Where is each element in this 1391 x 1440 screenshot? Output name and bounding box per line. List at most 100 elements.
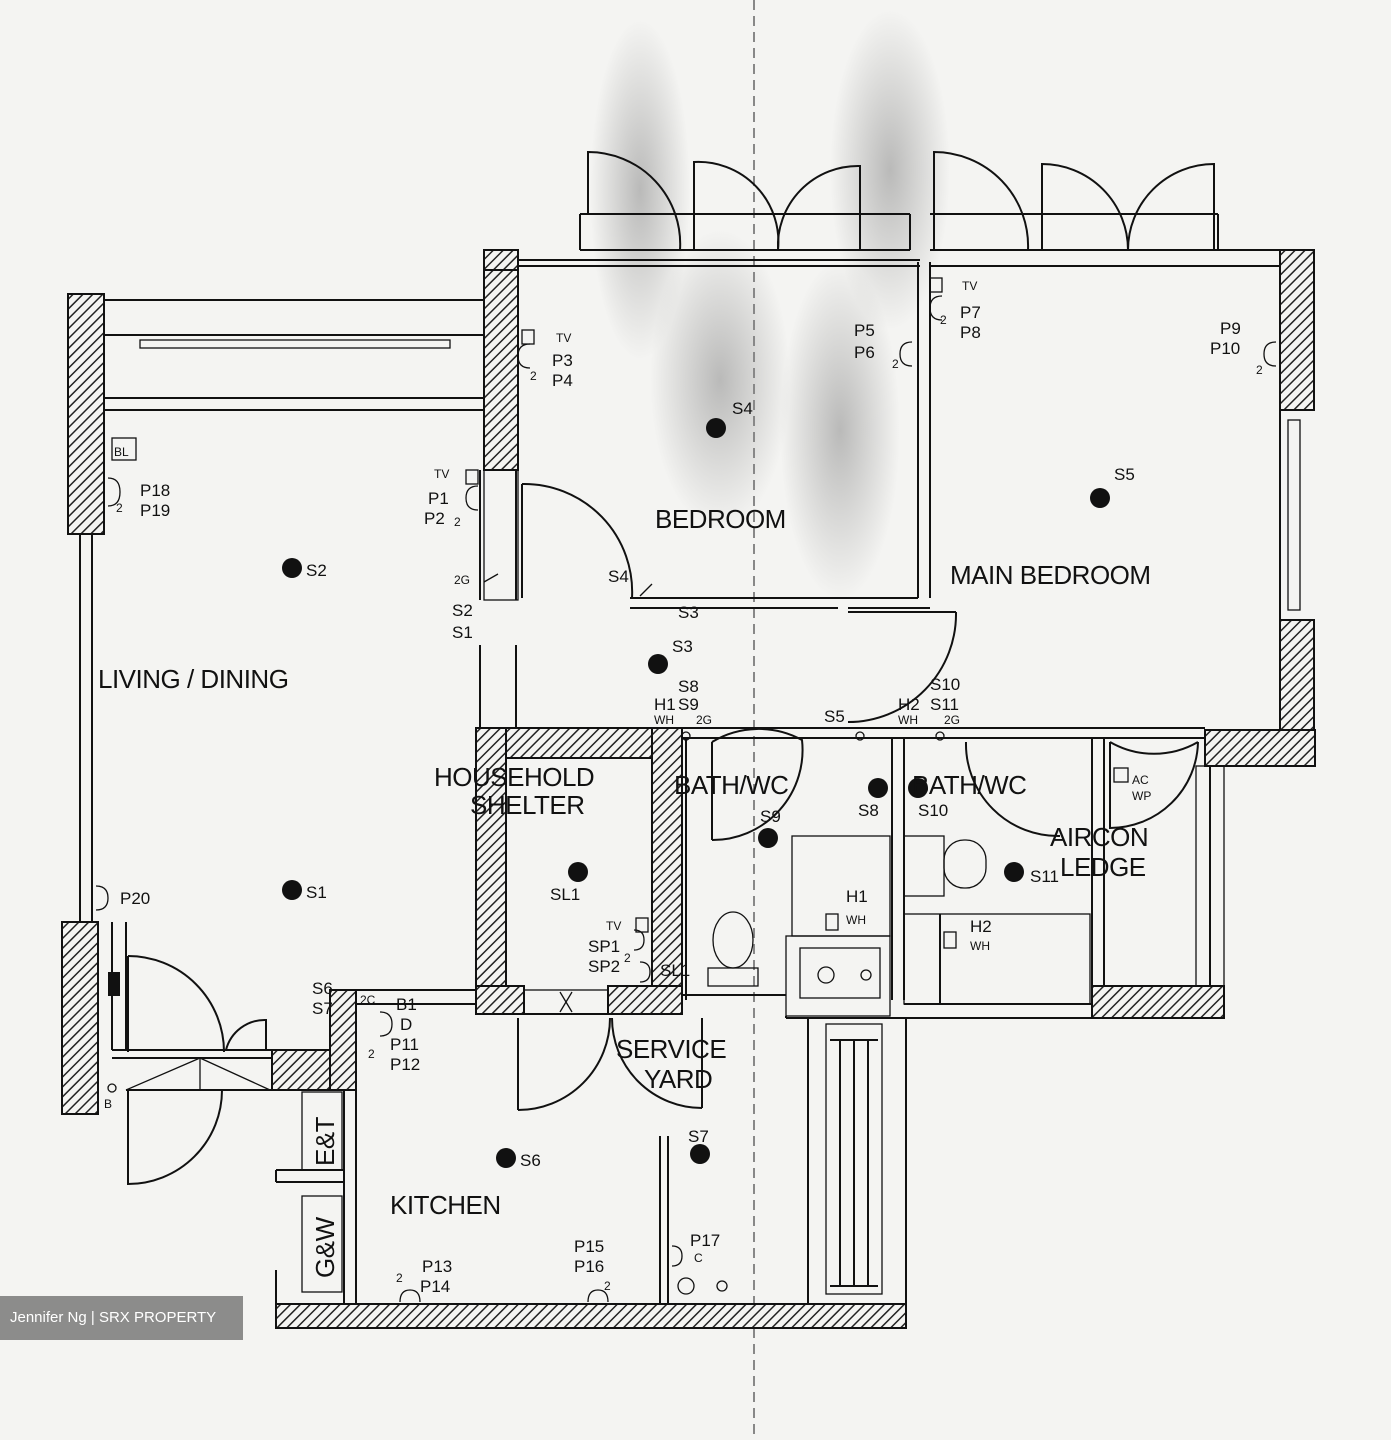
tag-h1: H1 [846, 887, 868, 906]
tag-wh-b: WH [898, 713, 918, 727]
tag-wp: WP [1132, 789, 1151, 803]
tag-2g-b: 2G [696, 713, 712, 727]
tag-p12: P12 [390, 1055, 420, 1074]
tag-wh-d: WH [970, 939, 990, 953]
electrical-symbols [95, 277, 1277, 1303]
tag-s3: S3 [672, 637, 693, 656]
tag-sl1: SL1 [550, 885, 580, 904]
tag-p6: P6 [854, 343, 875, 362]
room-label-main-bedroom: MAIN BEDROOM [950, 560, 1151, 590]
tag-2-f: 2 [1256, 363, 1263, 377]
door-swings [127, 150, 1215, 1186]
tag-p13: P13 [422, 1257, 452, 1276]
tag-p7: P7 [960, 303, 981, 322]
tag-p4: P4 [552, 371, 573, 390]
tag-p10: P10 [1210, 339, 1240, 358]
room-label-gw: G&W [310, 1216, 340, 1278]
tag-p14: P14 [420, 1277, 450, 1296]
tag-p2: P2 [424, 509, 445, 528]
tag-sp1: SP1 [588, 937, 620, 956]
tag-s5-switch: S5 [824, 707, 845, 726]
tag-wh-a: WH [654, 713, 674, 727]
room-label-aircon: AIRCON [1050, 822, 1148, 852]
tag-s6: S6 [520, 1151, 541, 1170]
tag-s8-switch: S8 [678, 677, 699, 696]
tag-bell: BL [114, 445, 129, 459]
tag-d: D [400, 1015, 412, 1034]
tag-s4: S4 [732, 399, 753, 418]
tag-p19: P19 [140, 501, 170, 520]
room-label-et: E&T [310, 1116, 340, 1166]
tag-tv-main: TV [962, 279, 977, 293]
tag-p20: P20 [120, 889, 150, 908]
paper-stains [590, 0, 950, 1440]
tag-p8: P8 [960, 323, 981, 342]
room-label-yard: YARD [644, 1064, 712, 1094]
tag-2-c: 2 [530, 369, 537, 383]
tag-p16: P16 [574, 1257, 604, 1276]
tag-p17: P17 [690, 1231, 720, 1250]
tag-2c: 2C [360, 993, 376, 1007]
partitions [79, 213, 1301, 1304]
tag-p15: P15 [574, 1237, 604, 1256]
tag-s11-switch: S11 [930, 695, 959, 714]
tag-s8: S8 [858, 801, 879, 820]
tag-2-a: 2 [116, 501, 123, 515]
tag-sp2: SP2 [588, 957, 620, 976]
room-label-bath-1: BATH/WC [674, 770, 788, 800]
tag-p3: P3 [552, 351, 573, 370]
tag-2-e: 2 [940, 313, 947, 327]
tag-2-g: 2 [624, 951, 631, 965]
tag-sl1-switch: SL1 [660, 961, 690, 980]
watermark: Jennifer Ng | SRX PROPERTY [0, 1296, 243, 1340]
tag-s9: S9 [760, 807, 781, 826]
tag-s3-switch: S3 [678, 603, 699, 622]
room-label-kitchen: KITCHEN [390, 1190, 501, 1220]
tag-p5: P5 [854, 321, 875, 340]
tag-ac: AC [1132, 773, 1149, 787]
tag-s2: S2 [306, 561, 327, 580]
tag-p18: P18 [140, 481, 170, 500]
tag-c: C [694, 1251, 703, 1265]
tag-2g-c: 2G [944, 713, 960, 727]
tag-tv-bedroom: TV [556, 331, 571, 345]
tag-p11: P11 [390, 1035, 419, 1054]
tag-s6-switch: S6 [312, 979, 333, 998]
tag-h2: H2 [970, 917, 992, 936]
tag-s11: S11 [1030, 867, 1059, 886]
tag-2-b: 2 [454, 515, 461, 529]
tag-s2-switch: S2 [452, 601, 473, 620]
tag-p9: P9 [1220, 319, 1241, 338]
tag-s5: S5 [1114, 465, 1135, 484]
tag-s7-switch: S7 [312, 999, 333, 1018]
tag-wh-c: WH [846, 913, 866, 927]
tag-h2-switch: H2 [898, 695, 920, 714]
room-label-living: LIVING / DINING [98, 664, 288, 694]
room-label-bath-2: BATH/WC [912, 770, 1026, 800]
tag-2g-a: 2G [454, 573, 470, 587]
room-labels: LIVING / DINING BEDROOM MAIN BEDROOM HOU… [98, 504, 1151, 1278]
tag-s10-switch: S10 [930, 675, 960, 694]
tag-2-j: 2 [604, 1279, 611, 1293]
tag-h1-switch: H1 [654, 695, 676, 714]
room-label-service: SERVICE [616, 1034, 726, 1064]
room-label-shelter-2: SHELTER [470, 790, 585, 820]
tag-s7: S7 [688, 1127, 709, 1146]
tag-2-d: 2 [892, 357, 899, 371]
tag-tv-shelter: TV [606, 919, 621, 933]
tag-tv-living: TV [434, 467, 449, 481]
point-tags: S2 S1 S3 S4 S5 SL1 S9 S8 S10 S11 S6 S7 B… [104, 279, 1263, 1296]
tag-b1: B1 [396, 995, 417, 1014]
tag-s9-switch: S9 [678, 695, 699, 714]
room-label-ledge: LEDGE [1060, 852, 1146, 882]
tag-s1-switch: S1 [452, 623, 473, 642]
tag-s1: S1 [306, 883, 327, 902]
tag-2-h: 2 [368, 1047, 375, 1061]
room-label-bedroom: BEDROOM [655, 504, 786, 534]
light-points [282, 418, 1110, 1168]
tag-2-i: 2 [396, 1271, 403, 1285]
tag-s4-switch: S4 [608, 567, 629, 586]
room-label-shelter: HOUSEHOLD [434, 762, 594, 792]
tag-p1: P1 [428, 489, 449, 508]
